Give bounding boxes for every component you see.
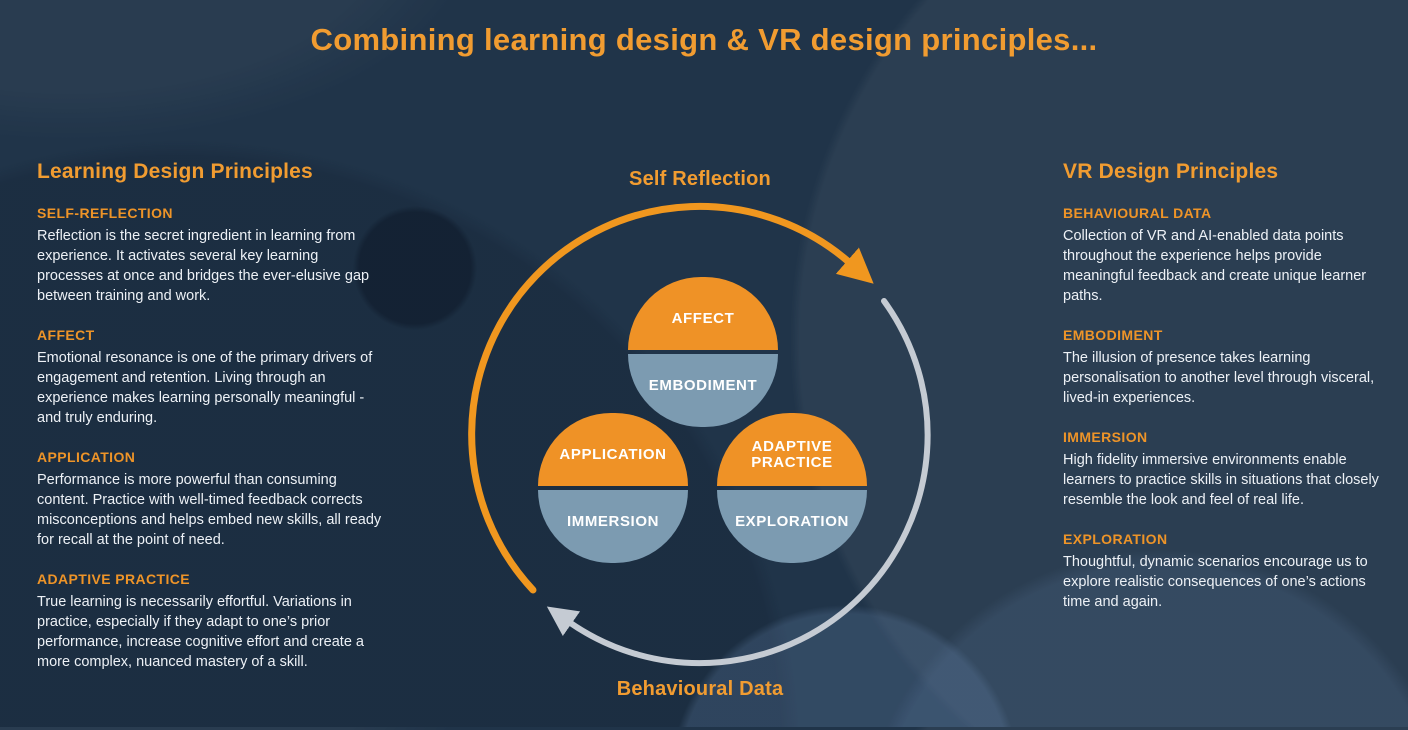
section-body: High fidelity immersive environments ena… [1063, 452, 1379, 508]
section-body: True learning is necessarily effortful. … [37, 594, 364, 670]
section-heading: AFFECT [37, 327, 95, 343]
section-embodiment: EMBODIMENT The illusion of presence take… [1063, 327, 1395, 408]
section-body: Performance is more powerful than consum… [37, 472, 382, 548]
learning-design-heading: Learning Design Principles [37, 160, 313, 183]
circle-top-half: AFFECT [628, 277, 778, 350]
circle-top-half: APPLICATION [538, 413, 688, 486]
section-exploration: EXPLORATION Thoughtful, dynamic scenario… [1063, 531, 1395, 612]
circle-bottom-half: IMMERSION [538, 490, 688, 563]
circle-bottom-label: IMMERSION [566, 512, 660, 530]
section-behavioural-data: BEHAVIOURAL DATA Collection of VR and AI… [1063, 205, 1395, 306]
section-body: The illusion of presence takes learning … [1063, 350, 1375, 406]
behavioural-data-label: Behavioural Data [616, 678, 784, 700]
section-heading: IMMERSION [1063, 429, 1148, 445]
page-title: Combining learning design & VR design pr… [310, 22, 1098, 57]
section-heading: EMBODIMENT [1063, 327, 1163, 343]
learning-design-column: Learning Design Principles SELF-REFLECTI… [37, 160, 385, 672]
circle-affect-embodiment: AFFECT EMBODIMENT [628, 277, 778, 427]
vr-design-heading: VR Design Principles [1063, 160, 1279, 183]
section-body: Collection of VR and AI-enabled data poi… [1063, 228, 1367, 304]
circle-top-label: AFFECT [671, 309, 735, 327]
cycle-arrows [468, 202, 931, 667]
section-body: Reflection is the secret ingredient in l… [37, 228, 370, 304]
section-immersion: IMMERSION High fidelity immersive enviro… [1063, 429, 1395, 510]
section-application: APPLICATION Performance is more powerful… [37, 449, 385, 550]
section-heading: ADAPTIVE PRACTICE [37, 571, 191, 587]
circle-bottom-label: EXPLORATION [735, 512, 849, 530]
gray-cycle-arrow [546, 298, 931, 667]
circle-bottom-half: EXPLORATION [717, 490, 867, 563]
cycle-diagram: Self Reflection Behavioural Data AFFECT … [430, 150, 970, 730]
circle-top-half: ADAPTIVE PRACTICE [717, 413, 867, 486]
self-reflection-label: Self Reflection [629, 168, 771, 190]
section-heading: SELF-REFLECTION [37, 205, 173, 221]
section-heading: EXPLORATION [1063, 531, 1168, 547]
section-heading: APPLICATION [37, 449, 136, 465]
orange-cycle-arrow [468, 202, 874, 594]
vr-design-column: VR Design Principles BEHAVIOURAL DATA Co… [1063, 160, 1395, 612]
circle-top-label: APPLICATION [559, 445, 667, 463]
section-body: Emotional resonance is one of the primar… [37, 350, 373, 426]
circle-bottom-label: EMBODIMENT [648, 376, 758, 394]
section-adaptive-practice: ADAPTIVE PRACTICE True learning is neces… [37, 571, 385, 672]
section-affect: AFFECT Emotional resonance is one of the… [37, 327, 385, 428]
circle-top-label: ADAPTIVE PRACTICE [751, 437, 833, 471]
circle-application-immersion: APPLICATION IMMERSION [538, 413, 688, 563]
circle-bottom-half: EMBODIMENT [628, 354, 778, 427]
section-self-reflection: SELF-REFLECTION Reflection is the secret… [37, 205, 385, 306]
section-body: Thoughtful, dynamic scenarios encourage … [1063, 554, 1368, 610]
section-heading: BEHAVIOURAL DATA [1063, 205, 1212, 221]
circle-adaptive-exploration: ADAPTIVE PRACTICE EXPLORATION [717, 413, 867, 563]
